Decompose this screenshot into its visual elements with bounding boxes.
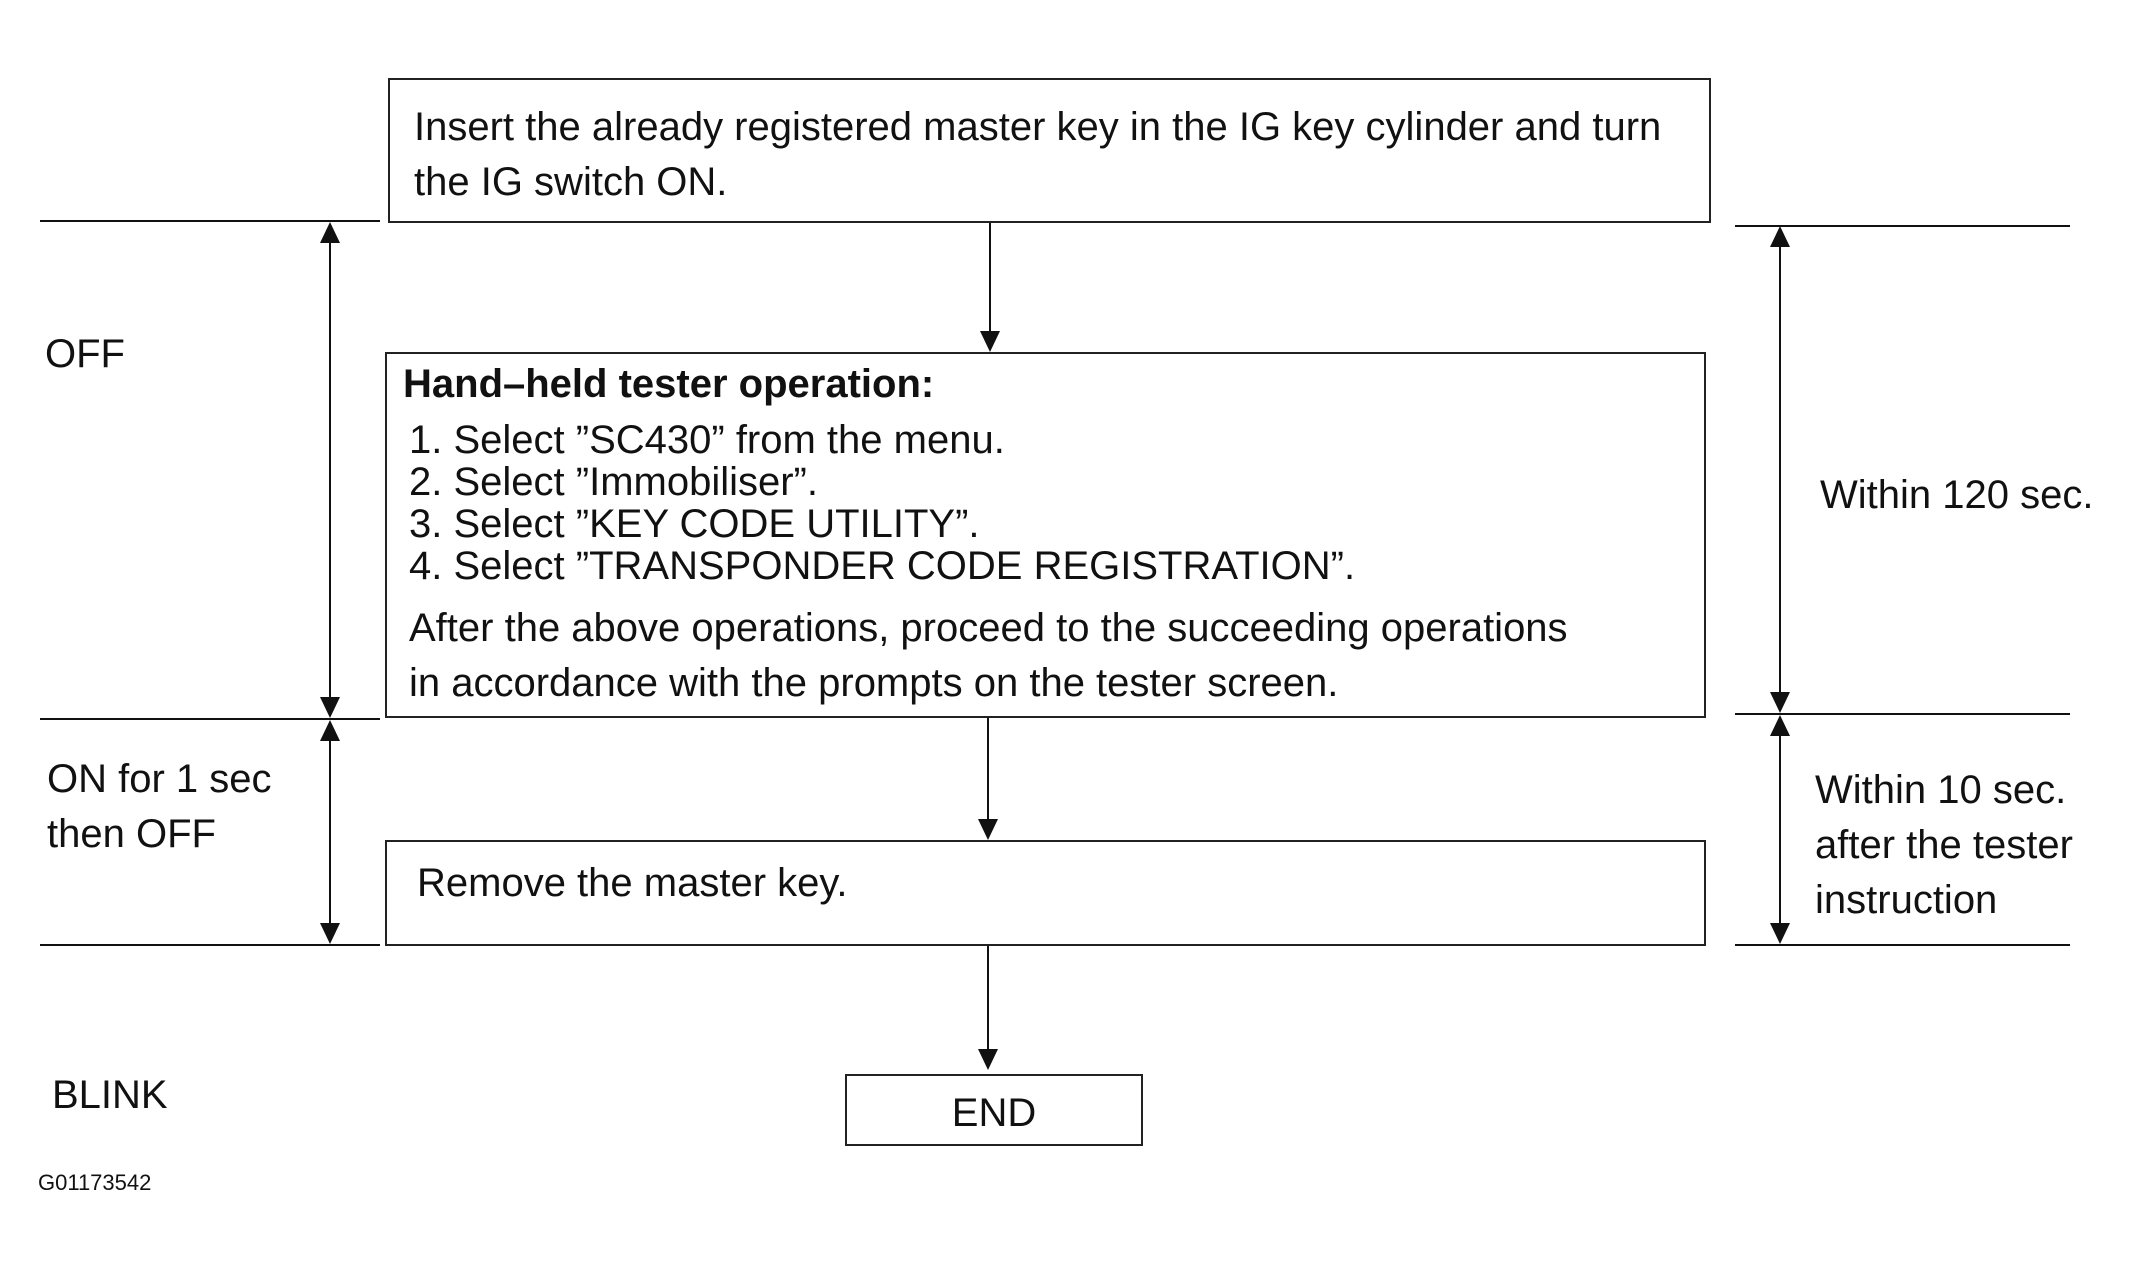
tester-operation-text: Hand–held tester operation: 1. Select ”S…	[403, 362, 1568, 711]
time-label-within-10-line-2: after the tester	[1815, 823, 2073, 867]
end-text: END	[951, 1091, 1037, 1135]
flow-arrow-2-head	[978, 819, 998, 840]
indicator-label-off: OFF	[45, 332, 125, 376]
tester-step-3: 3. Select ”KEY CODE UTILITY”.	[409, 502, 980, 546]
end-box: END	[845, 1074, 1143, 1146]
indicator-label-on-then-off: ON for 1 sec then OFF	[47, 752, 272, 862]
arrow-down-head	[320, 923, 340, 944]
indicator-label-on-line-2: then OFF	[47, 812, 216, 856]
insert-key-line-1: Insert the already registered master key…	[414, 105, 1662, 149]
remove-key-text: Remove the master key.	[417, 861, 848, 905]
flow-arrow-1-head	[980, 331, 1000, 352]
indicator-label-blink: BLINK	[52, 1073, 168, 1117]
time-label-within-120: Within 120 sec.	[1820, 473, 2094, 517]
tester-note-line-2: in accordance with the prompts on the te…	[409, 661, 1339, 705]
tester-step-4: 4. Select ”TRANSPONDER CODE REGISTRATION…	[409, 544, 1356, 588]
time-label-within-10-line-1: Within 10 sec.	[1815, 768, 2067, 812]
figure-id: G01173542	[38, 1170, 152, 1195]
flow-arrow-3-head	[978, 1049, 998, 1070]
tester-operation-box: Hand–held tester operation: 1. Select ”S…	[385, 352, 1706, 718]
insert-key-line-2: the IG switch ON.	[414, 160, 728, 205]
arrow-up-head	[1770, 715, 1790, 736]
time-label-within-10-line-3: instruction	[1815, 878, 1998, 922]
remove-key-box: Remove the master key.	[385, 840, 1706, 946]
tester-note-line-1: After the above operations, proceed to t…	[409, 606, 1568, 650]
insert-key-box: Insert the already registered master key…	[388, 78, 1711, 223]
arrow-up-head	[320, 720, 340, 741]
arrow-up-head	[1770, 226, 1790, 247]
arrow-up-head	[320, 222, 340, 243]
arrow-down-head	[1770, 692, 1790, 713]
indicator-label-on-line-1: ON for 1 sec	[47, 757, 272, 801]
tester-step-2: 2. Select ”Immobiliser”.	[409, 460, 818, 504]
arrow-down-head	[1770, 923, 1790, 944]
tester-step-1: 1. Select ”SC430” from the menu.	[409, 418, 1005, 462]
tester-operation-heading: Hand–held tester operation:	[403, 362, 935, 406]
time-label-within-10: Within 10 sec. after the tester instruct…	[1815, 763, 2073, 928]
arrow-down-head	[320, 697, 340, 718]
insert-key-text: Insert the already registered master key…	[414, 100, 1661, 210]
